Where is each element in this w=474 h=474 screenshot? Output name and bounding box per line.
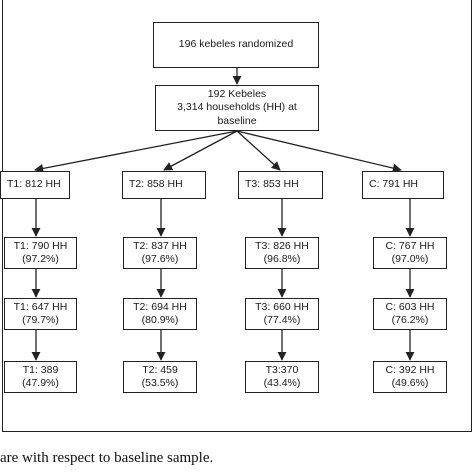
baseline-box: 192 Kebeles 3,314 households (HH) at bas… xyxy=(155,85,319,131)
percent-text: (79.7%) xyxy=(22,314,59,326)
c-round-1-box: C: 767 HH (97.0%) xyxy=(373,237,447,269)
arm-label: C: 791 HH xyxy=(369,178,419,191)
count-text: T3:370 xyxy=(265,363,299,376)
arrow-baseline-to-t2 xyxy=(163,130,238,171)
arm-label: T2: 858 HH xyxy=(129,178,183,191)
t3-round-2-box: T3: 660 HH (77.4%) xyxy=(245,298,319,330)
t2-round-3-box: T2: 459 (53.5%) xyxy=(123,361,197,393)
count-text: T2: 459 xyxy=(142,363,178,376)
count-text: T2: 694 HH xyxy=(133,300,187,313)
arm-box-t3: T3: 853 HH xyxy=(238,171,323,199)
t2-round-2-box: T2: 694 HH (80.9%) xyxy=(123,298,197,330)
percent-text: (96.8%) xyxy=(263,253,301,265)
figure-frame xyxy=(2,0,472,432)
t1-round-2-box: T1: 647 HH (79.7%) xyxy=(4,298,77,330)
count-text: T1: 790 HH xyxy=(13,239,68,252)
arrow-baseline-to-c xyxy=(236,130,402,173)
percent-text: (49.6%) xyxy=(391,377,429,389)
percent-text: (97.2%) xyxy=(22,253,59,265)
arm-box-t1: T1: 812 HH xyxy=(0,171,70,199)
c-round-3-box: C: 392 HH (49.6%) xyxy=(373,361,447,393)
randomized-box: 196 kebeles randomized xyxy=(153,22,319,68)
t1-round-3-box: T1: 389 (47.9%) xyxy=(4,361,77,393)
baseline-line-2: 3,314 households (HH) at xyxy=(177,101,297,114)
t2-round-1-box: T2: 837 HH (97.6%) xyxy=(123,237,197,269)
count-text: C: 603 HH xyxy=(385,300,435,313)
randomized-text: 196 kebeles randomized xyxy=(178,38,294,51)
count-text: T2: 837 HH xyxy=(133,239,187,252)
count-text: C: 392 HH xyxy=(385,363,435,376)
figure-caption: are with respect to baseline sample. xyxy=(0,450,214,466)
c-round-2-box: C: 603 HH (76.2%) xyxy=(373,298,447,330)
arrow-baseline-to-t3 xyxy=(236,130,281,171)
percent-text: (97.0%) xyxy=(391,253,429,265)
percent-text: (80.9%) xyxy=(141,314,179,326)
arm-label: T3: 853 HH xyxy=(245,178,299,191)
arrow-baseline-to-t1 xyxy=(34,130,238,173)
t3-round-3-box: T3:370 (43.4%) xyxy=(245,361,319,393)
baseline-line-1: 192 Kebeles xyxy=(207,88,267,101)
percent-text: (97.6%) xyxy=(141,253,179,265)
baseline-line-3: baseline xyxy=(217,114,257,127)
percent-text: (43.4%) xyxy=(263,377,301,389)
percent-text: (47.9%) xyxy=(22,377,59,389)
arm-label: T1: 812 HH xyxy=(7,178,61,191)
count-text: T3: 826 HH xyxy=(255,239,309,252)
percent-text: (53.5%) xyxy=(141,377,179,389)
count-text: T1: 647 HH xyxy=(13,300,68,313)
arm-box-t2: T2: 858 HH xyxy=(122,171,206,199)
count-text: T3: 660 HH xyxy=(255,300,309,313)
t3-round-1-box: T3: 826 HH (96.8%) xyxy=(245,237,319,269)
count-text: T1: 389 xyxy=(22,363,59,376)
percent-text: (77.4%) xyxy=(263,314,301,326)
percent-text: (76.2%) xyxy=(391,314,429,326)
count-text: C: 767 HH xyxy=(385,239,435,252)
t1-round-1-box: T1: 790 HH (97.2%) xyxy=(4,237,77,269)
arm-box-c: C: 791 HH xyxy=(362,171,444,199)
